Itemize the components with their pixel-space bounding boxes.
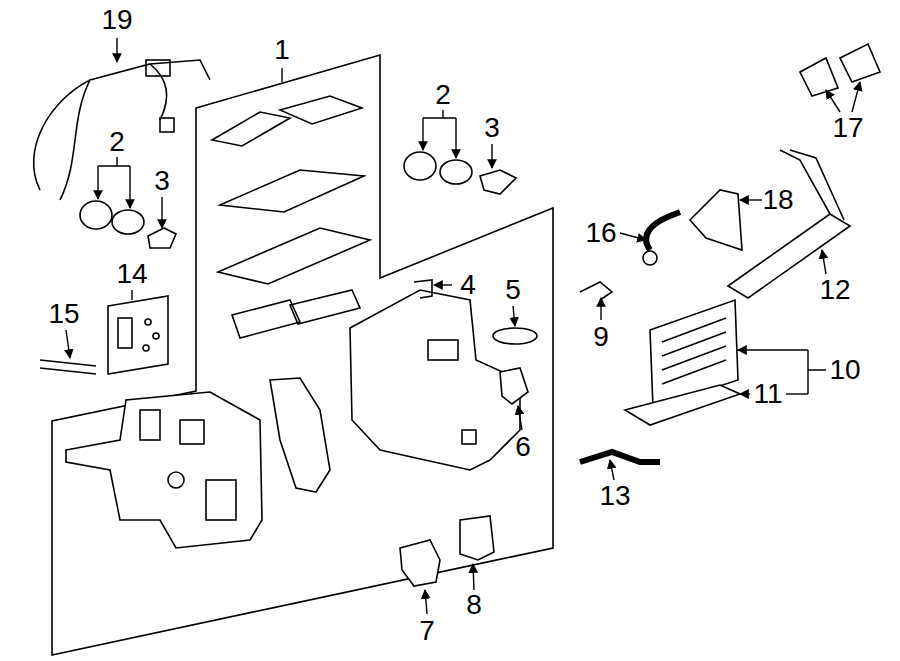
callout-number: 17 (832, 114, 863, 142)
callout-number: 14 (116, 260, 147, 288)
callout-number: 10 (829, 356, 860, 384)
callout-number: 5 (505, 276, 521, 304)
callout-number: 12 (819, 276, 850, 304)
callout-number: 4 (460, 271, 476, 299)
callout-number: 2 (435, 81, 451, 109)
callout-number: 3 (484, 114, 500, 142)
callout-number: 18 (762, 186, 793, 214)
callout-number: 15 (48, 300, 79, 328)
callout-number: 8 (466, 591, 482, 619)
callout-number: 9 (593, 323, 609, 351)
callout-number: 11 (753, 380, 782, 408)
callout-number: 2 (109, 128, 125, 156)
callout-number: 13 (599, 482, 630, 510)
callout-number: 19 (101, 6, 132, 34)
callout-number: 7 (419, 617, 435, 645)
callout-number: 6 (515, 433, 531, 461)
callout-number: 3 (154, 167, 170, 195)
callout-number: 1 (274, 36, 290, 64)
callout-number: 16 (585, 219, 616, 247)
